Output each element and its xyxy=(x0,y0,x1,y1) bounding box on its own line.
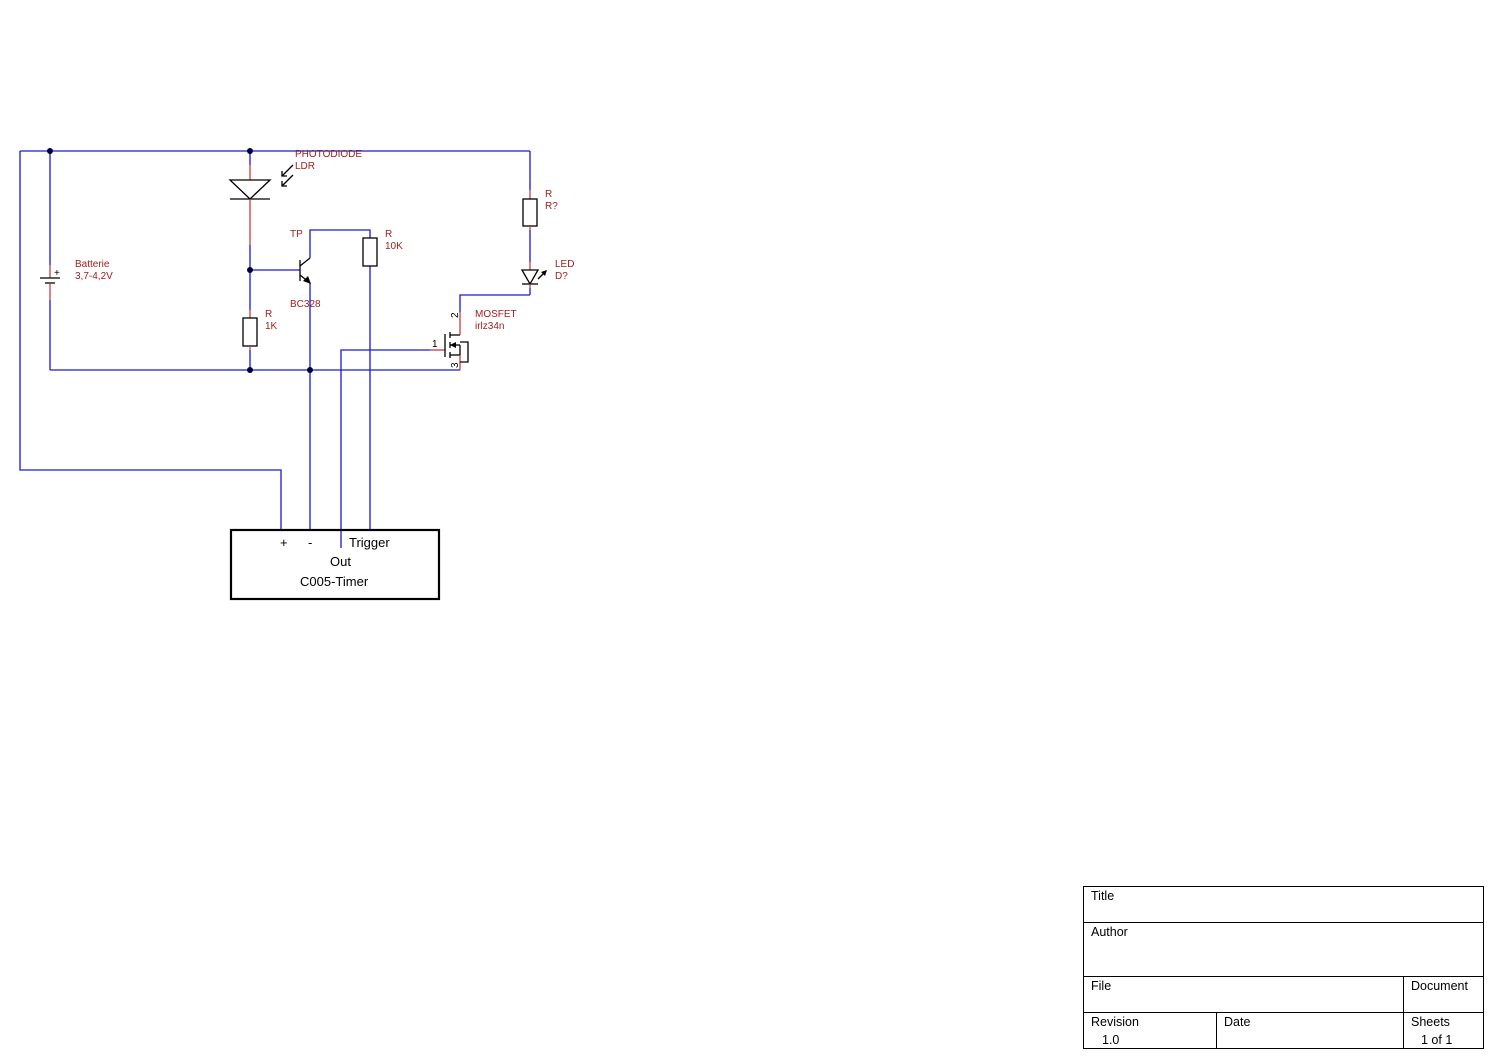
resistor-10k-value: 10K xyxy=(385,241,403,252)
led-value: D? xyxy=(555,271,568,282)
battery-name: Batterie xyxy=(75,259,110,270)
junction-dot xyxy=(307,367,313,373)
resistor-led-name: R xyxy=(545,189,552,200)
photodiode-symbol xyxy=(228,164,294,245)
junction-dot xyxy=(47,148,53,154)
resistor-10k-symbol xyxy=(362,237,378,267)
photodiode-value: LDR xyxy=(295,161,315,172)
transistor-symbol xyxy=(299,257,311,284)
wire-out-gate xyxy=(340,349,430,548)
battery-value: 3,7-4,2V xyxy=(75,271,113,282)
timer-pin-out: Out xyxy=(330,554,351,569)
timer-block-outline xyxy=(229,528,441,601)
junction-dot xyxy=(247,148,253,154)
junction-dot xyxy=(247,267,253,273)
resistor-10k-name: R xyxy=(385,229,392,240)
file-label: File xyxy=(1091,979,1111,993)
resistor-1k-name: R xyxy=(265,309,272,320)
timer-pin-minus: - xyxy=(308,535,312,550)
resistor-led-symbol xyxy=(522,190,538,230)
led-symbol xyxy=(520,262,547,288)
author-label: Author xyxy=(1091,925,1128,939)
photodiode-name: PHOTODIODE xyxy=(295,149,362,160)
resistor-1k-value: 1K xyxy=(265,321,278,332)
mosfet-pin-gate: 1 xyxy=(432,339,438,350)
mosfet-pin-source: 3 xyxy=(450,362,461,368)
timer-pin-plus: + xyxy=(280,535,288,550)
junction-dot xyxy=(247,367,253,373)
resistor-led-value: R? xyxy=(545,201,558,212)
date-label: Date xyxy=(1224,1015,1250,1029)
junctions xyxy=(47,148,313,373)
wire-timer-plus xyxy=(19,151,282,530)
wires xyxy=(19,150,531,548)
battery-symbol: + xyxy=(40,265,60,300)
mosfet-name: MOSFET xyxy=(475,309,517,320)
title-label: Title xyxy=(1091,889,1114,903)
wire-drain xyxy=(459,294,530,312)
timer-block: + - Trigger Out C005-Timer xyxy=(229,528,441,601)
resistor-1k-symbol xyxy=(242,310,258,350)
revision-label: Revision xyxy=(1091,1015,1139,1029)
revision-value: 1.0 xyxy=(1102,1033,1119,1047)
led-name: LED xyxy=(555,259,574,270)
title-block: Title Author File Document Revision 1.0 … xyxy=(1083,886,1484,1049)
sheets-label: Sheets xyxy=(1411,1015,1450,1029)
mosfet-value: irlz34n xyxy=(475,321,504,332)
timer-pin-trigger: Trigger xyxy=(349,535,390,550)
wire-collector xyxy=(309,229,371,258)
timer-name: C005-Timer xyxy=(300,574,369,589)
mosfet-symbol xyxy=(430,312,469,370)
transistor-name: TP xyxy=(290,229,303,240)
document-label: Document xyxy=(1411,979,1468,993)
title-block-frame xyxy=(1083,886,1484,1049)
battery-polarity: + xyxy=(54,268,60,279)
sheets-value: 1 of 1 xyxy=(1421,1033,1452,1047)
mosfet-pin-drain: 2 xyxy=(450,312,461,318)
transistor-value: BC328 xyxy=(290,299,321,310)
